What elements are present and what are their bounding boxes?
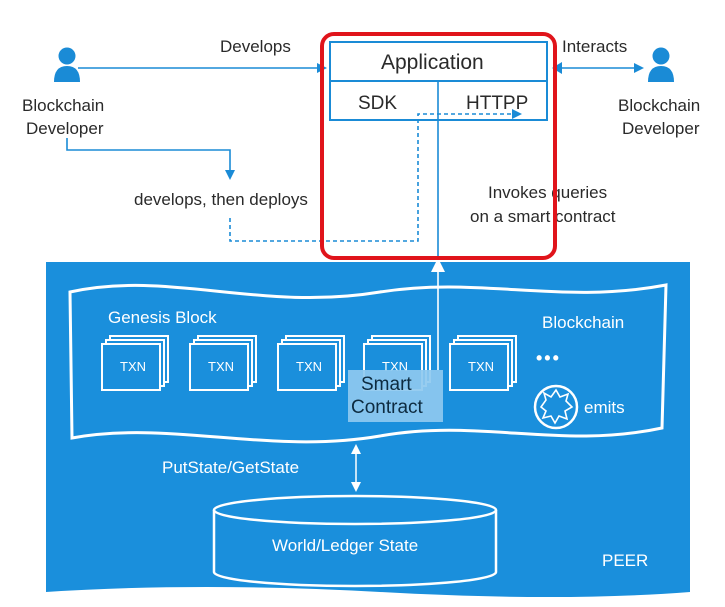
interacts-label: Interacts <box>562 37 627 56</box>
emits-label: emits <box>584 398 625 417</box>
develops-deploys-label: develops, then deploys <box>134 190 308 209</box>
world-state-label: World/Ledger State <box>272 536 418 555</box>
develops-label: Develops <box>220 37 291 56</box>
smart-contract-box <box>348 370 443 422</box>
txn-label: TXN <box>208 359 234 374</box>
genesis-block-label: Genesis Block <box>108 308 217 327</box>
put-get-state-label: PutState/GetState <box>162 458 299 477</box>
left-developer-line2: Developer <box>26 119 104 138</box>
burst-event-icon <box>533 384 579 430</box>
more-blocks-ellipsis: ••• <box>536 348 561 368</box>
highlight-frame <box>320 32 557 260</box>
application-title: Application <box>381 51 484 74</box>
right-developer-line1: Blockchain <box>618 96 700 115</box>
txn-label: TXN <box>296 359 322 374</box>
txn-stack-5: TXN <box>449 335 517 391</box>
invokes-label-line2: on a smart contract <box>470 207 616 226</box>
blockchain-banner <box>68 283 668 444</box>
txn-label: TXN <box>468 359 494 374</box>
deploy-dashed-path <box>229 109 522 242</box>
smart-contract-line2: Contract <box>351 397 424 418</box>
right-developer-icon <box>648 47 674 82</box>
left-developer-line1: Blockchain <box>22 96 104 115</box>
develops-deploys-arrow <box>66 138 235 180</box>
sdk-label: SDK <box>358 93 397 114</box>
left-developer-icon <box>54 47 80 82</box>
invokes-label-line1: Invokes queries <box>488 183 607 202</box>
right-developer-line2: Developer <box>622 119 700 138</box>
smart-contract-line1: Smart <box>361 374 412 395</box>
txn-stack-2: TXN <box>189 335 257 391</box>
peer-label: PEER <box>602 551 648 570</box>
txn-label: TXN <box>120 359 146 374</box>
blockchain-label: Blockchain <box>542 313 624 332</box>
txn-stack-3: TXN <box>277 335 345 391</box>
txn-stack-1: TXN <box>101 335 169 391</box>
http-label: HTTPP <box>466 93 528 114</box>
world-state-database <box>212 494 498 588</box>
